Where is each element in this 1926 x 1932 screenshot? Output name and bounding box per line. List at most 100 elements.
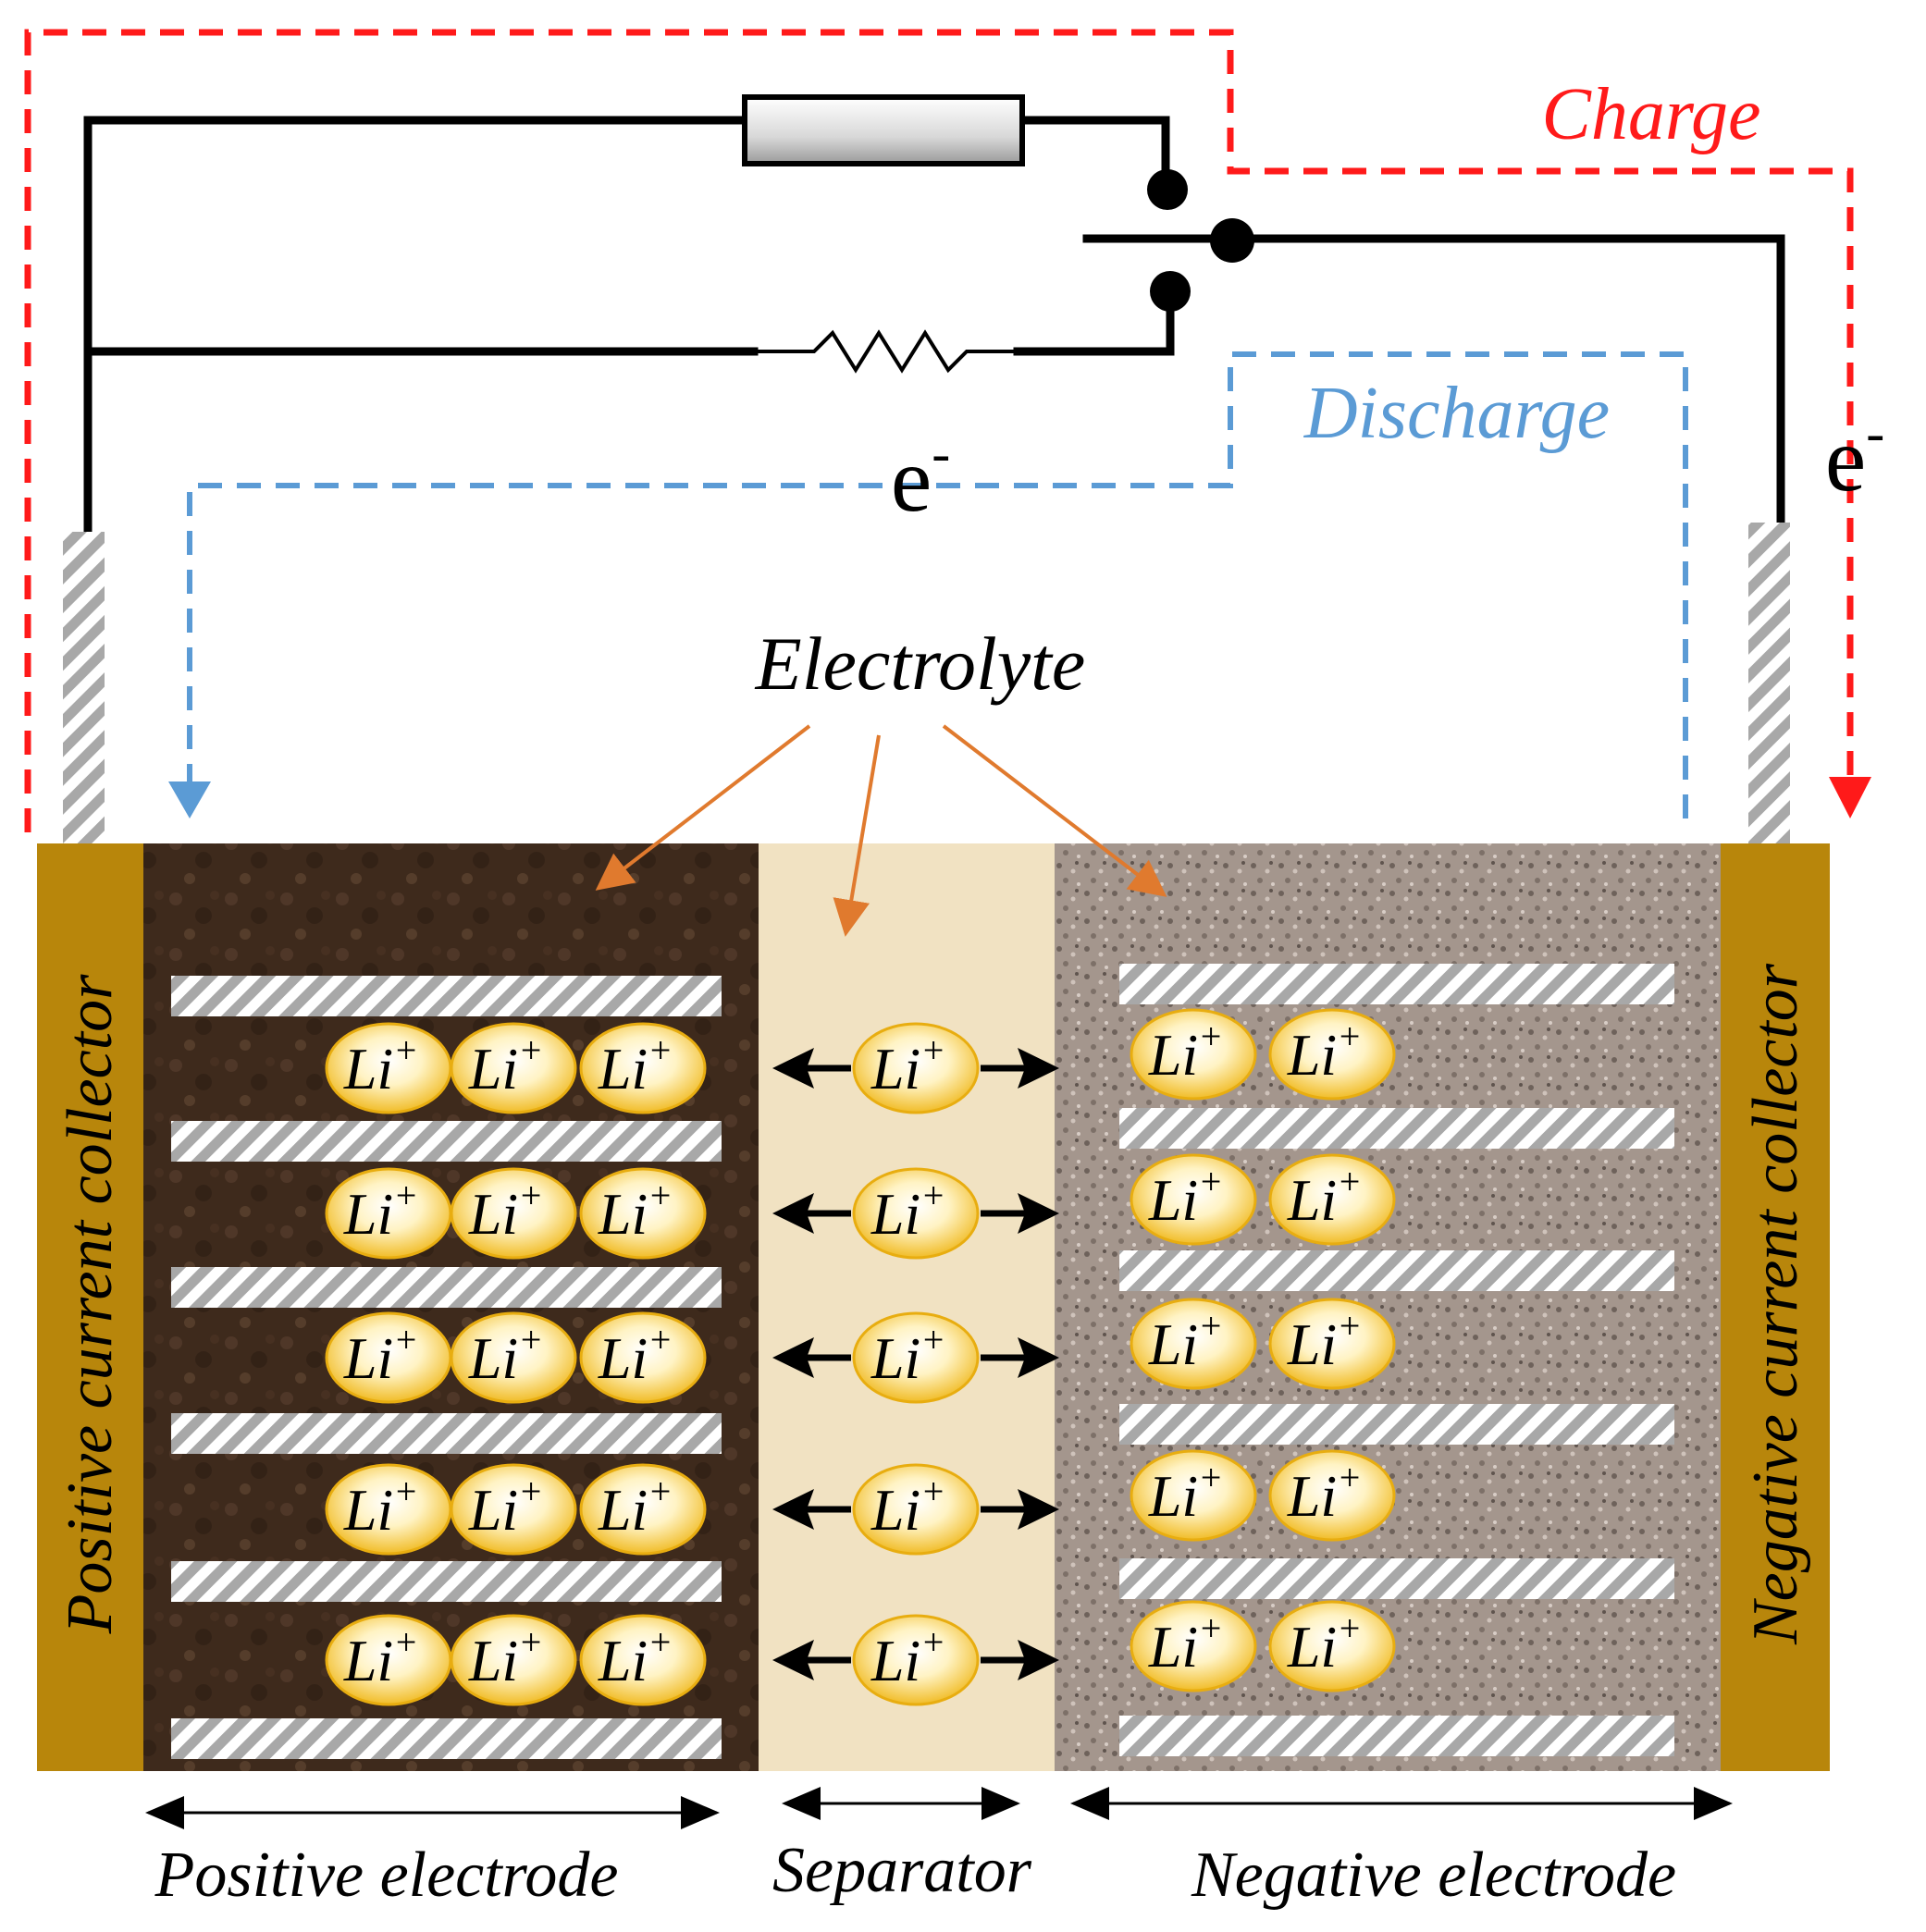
separator-label: Separator [772, 1835, 1032, 1906]
discharge-label: Discharge [1303, 373, 1610, 454]
negative-layer [1119, 1558, 1674, 1599]
ion-transport-arrows [772, 1048, 1059, 1680]
svg-text:Li+: Li+ [343, 1471, 418, 1543]
li-ion: Li+ [325, 1463, 452, 1556]
li-ion: Li+ [325, 1022, 452, 1114]
ion-arrowhead-right [1018, 1337, 1059, 1378]
ion-arrowhead-right [1018, 1193, 1059, 1234]
svg-text:Li+: Li+ [468, 1621, 543, 1693]
negative-layer [1119, 1250, 1674, 1291]
svg-text:Li+: Li+ [343, 1319, 418, 1391]
ion-arrowhead-left [772, 1048, 814, 1089]
discharge-path [168, 351, 1688, 818]
svg-text:Li+: Li+ [343, 1175, 418, 1247]
li-ion: Li+ [325, 1311, 452, 1404]
li-ion: Li+ [852, 1167, 980, 1260]
li-ion: Li+ [325, 1614, 452, 1706]
svg-text:Li+: Li+ [468, 1029, 543, 1101]
charge-path [24, 29, 1871, 832]
negative-layers [1119, 964, 1674, 1756]
ion-arrowhead-left [772, 1640, 814, 1680]
svg-text:Li+: Li+ [598, 1029, 673, 1101]
svg-text:Li+: Li+ [1287, 1305, 1362, 1377]
svg-text:Li+: Li+ [870, 1175, 945, 1247]
svg-text:Li+: Li+ [468, 1471, 543, 1543]
li-ion: Li+ [1130, 1298, 1257, 1390]
li-ion: Li+ [450, 1463, 577, 1556]
ion-arrowhead-right [1018, 1640, 1059, 1680]
li-ion: Li+ [450, 1614, 577, 1706]
external-circuit [83, 116, 1785, 536]
charger-resistor [754, 329, 1018, 374]
electrolyte-arrows [595, 724, 1167, 937]
switch-contact-bottom [1150, 271, 1191, 312]
li-ion: Li+ [325, 1167, 452, 1260]
electron-label-right: e- [1825, 402, 1884, 511]
positive-layer [171, 1561, 722, 1602]
li-ion: Li+ [579, 1463, 707, 1556]
svg-text:Li+: Li+ [1148, 1305, 1223, 1377]
li-ion: Li+ [1130, 1449, 1257, 1542]
switch-contact-top [1147, 169, 1188, 210]
dimension-arrows [145, 1787, 1733, 1829]
svg-text:Li+: Li+ [1148, 1457, 1223, 1529]
ion-arrowhead-left [772, 1337, 814, 1378]
electrolyte-label: Electrolyte [755, 621, 1086, 706]
li-ion: Li+ [450, 1311, 577, 1404]
negative-layer [1119, 1716, 1674, 1756]
li-ion: Li+ [1130, 1008, 1257, 1101]
ion-arrowhead-left [772, 1489, 814, 1530]
li-ion: Li+ [1268, 1298, 1396, 1390]
positive-electrode-label: Positive electrode [154, 1840, 619, 1911]
positive-layer [171, 1121, 722, 1162]
svg-text:Li+: Li+ [598, 1319, 673, 1391]
li-ion: Li+ [579, 1167, 707, 1260]
li-ion: Li+ [450, 1167, 577, 1260]
negative-layer [1119, 1404, 1674, 1445]
positive-layer [171, 976, 722, 1016]
li-ion: Li+ [1130, 1600, 1257, 1692]
svg-text:Li+: Li+ [598, 1471, 673, 1543]
svg-text:Li+: Li+ [870, 1621, 945, 1693]
ion-arrowhead-right [1018, 1489, 1059, 1530]
li-ion: Li+ [852, 1311, 980, 1404]
negative-current-collector [1721, 843, 1830, 1771]
li-ion: Li+ [852, 1463, 980, 1556]
positive-layers [171, 976, 722, 1759]
negative-collector-label: Negative current collector [1740, 963, 1811, 1645]
li-ion: Li+ [852, 1614, 980, 1706]
li-ion: Li+ [579, 1614, 707, 1706]
li-ion: Li+ [579, 1311, 707, 1404]
discharge-arrowhead [168, 781, 211, 818]
positive-collector-label: Positive current collector [55, 974, 126, 1635]
svg-text:Li+: Li+ [870, 1029, 945, 1101]
svg-text:Li+: Li+ [1148, 1607, 1223, 1680]
li-ion: Li+ [579, 1022, 707, 1114]
svg-text:Li+: Li+ [1287, 1161, 1362, 1233]
svg-text:Li+: Li+ [468, 1175, 543, 1247]
negative-electrode-label: Negative electrode [1191, 1840, 1676, 1911]
svg-text:Li+: Li+ [343, 1029, 418, 1101]
positive-layer [171, 1413, 722, 1454]
svg-text:Li+: Li+ [1287, 1457, 1362, 1529]
negative-layer [1119, 964, 1674, 1004]
svg-text:Li+: Li+ [1287, 1607, 1362, 1680]
li-ion: Li+ [1130, 1153, 1257, 1246]
charge-arrowhead [1829, 777, 1871, 818]
svg-text:Li+: Li+ [343, 1621, 418, 1693]
svg-text:Li+: Li+ [870, 1319, 945, 1391]
negative-terminal-tab [1748, 523, 1790, 846]
ion-arrowhead-left [772, 1193, 814, 1234]
positive-current-collector [37, 843, 143, 1771]
charge-label: Charge [1541, 74, 1760, 155]
switch-pivot [1210, 218, 1254, 263]
positive-layer [171, 1267, 722, 1308]
li-ion: Li+ [1268, 1153, 1396, 1246]
li-ion: Li+ [852, 1022, 980, 1114]
svg-text:Li+: Li+ [870, 1471, 945, 1543]
li-ion: Li+ [1268, 1600, 1396, 1692]
positive-layer [171, 1718, 722, 1759]
ion-arrowhead-right [1018, 1048, 1059, 1089]
electron-label-top: e- [891, 423, 950, 531]
svg-text:Li+: Li+ [1148, 1161, 1223, 1233]
